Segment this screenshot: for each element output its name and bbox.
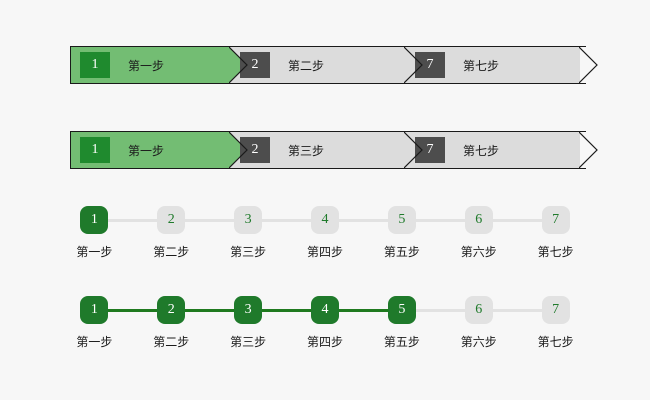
step-connector (401, 309, 479, 312)
dot-step-label: 第七步 (537, 335, 574, 349)
dot-step-marker: 3 (234, 206, 263, 234)
arrow-step-2[interactable]: 2 第二步 (230, 46, 423, 84)
arrow-steps-bar-1: 1 第一步 2 第二步 7 第七步 (70, 46, 598, 84)
dot-step-marker: 4 (311, 206, 339, 234)
step-connector (248, 309, 325, 312)
step-connector (171, 309, 249, 312)
step-connector (171, 219, 249, 222)
arrow-step-2[interactable]: 2 第三步 (230, 131, 423, 169)
dot-step-label: 第四步 (307, 245, 344, 259)
arrow-step-badge: 7 (415, 137, 445, 163)
arrow-step-1[interactable]: 1 第一步 (70, 131, 248, 169)
dot-step-3[interactable]: 3 第三步 (210, 296, 325, 354)
dot-step-label: 第三步 (230, 335, 267, 349)
dot-steps-row-2: 1 第一步 2 第二步 3 第三步 4 第四步 5 第五步 6 第六步 7 第七… (56, 296, 594, 354)
dot-step-marker: 5 (387, 296, 416, 324)
arrow-step-label: 第二步 (288, 58, 325, 73)
dot-step-6[interactable]: 6 第六步 (440, 206, 556, 264)
step-connector (478, 309, 556, 312)
arrow-step-7[interactable]: 7 第七步 (405, 46, 598, 84)
step-connector (325, 219, 402, 222)
arrow-end-chevron-icon (579, 131, 598, 169)
dot-step-marker: 6 (464, 206, 493, 234)
dot-step-label: 第七步 (537, 245, 574, 259)
arrow-step-1[interactable]: 1 第一步 (70, 46, 248, 84)
step-connector (325, 309, 402, 312)
dot-step-5[interactable]: 5 第五步 (363, 296, 479, 354)
dot-step-label: 第二步 (153, 245, 190, 259)
arrow-step-label: 第一步 (128, 58, 165, 73)
dot-step-5[interactable]: 5 第五步 (363, 206, 479, 264)
dot-step-label: 第六步 (460, 335, 497, 349)
dot-step-label: 第三步 (230, 245, 267, 259)
arrow-step-badge: 1 (80, 52, 110, 78)
arrow-steps-bar-2: 1 第一步 2 第三步 7 第七步 (70, 131, 598, 169)
arrow-step-label: 第三步 (288, 143, 325, 158)
dot-step-marker: 1 (80, 206, 109, 234)
dot-step-2[interactable]: 2 第二步 (133, 296, 249, 354)
dot-step-label: 第五步 (383, 245, 420, 259)
dot-step-4[interactable]: 4 第四步 (287, 296, 402, 354)
dot-step-label: 第二步 (153, 335, 190, 349)
dot-step-7[interactable]: 7 第七步 (517, 206, 594, 264)
dot-step-marker: 3 (234, 296, 263, 324)
arrow-step-7[interactable]: 7 第七步 (405, 131, 598, 169)
step-connector (478, 219, 556, 222)
dot-step-marker: 2 (157, 206, 186, 234)
step-connector (94, 309, 172, 312)
step-connector (94, 219, 172, 222)
dot-step-2[interactable]: 2 第二步 (133, 206, 249, 264)
arrow-step-label: 第七步 (463, 143, 500, 158)
dot-step-label: 第一步 (76, 245, 113, 259)
dot-step-marker: 6 (464, 296, 493, 324)
dot-step-7[interactable]: 7 第七步 (517, 296, 594, 354)
arrow-step-badge: 7 (415, 52, 445, 78)
dot-step-marker: 7 (541, 296, 570, 324)
step-connector (401, 219, 479, 222)
arrow-step-label: 第一步 (128, 143, 165, 158)
dot-step-marker: 1 (80, 296, 109, 324)
dot-step-label: 第五步 (383, 335, 420, 349)
step-connector (248, 219, 325, 222)
dot-step-marker: 5 (387, 206, 416, 234)
dot-step-marker: 4 (311, 296, 339, 324)
dot-step-6[interactable]: 6 第六步 (440, 296, 556, 354)
arrow-step-label: 第七步 (463, 58, 500, 73)
dot-step-marker: 7 (541, 206, 570, 234)
dot-step-3[interactable]: 3 第三步 (210, 206, 325, 264)
dot-step-1[interactable]: 1 第一步 (56, 206, 172, 264)
dot-step-label: 第六步 (460, 245, 497, 259)
arrow-step-badge: 2 (240, 137, 270, 163)
dot-step-1[interactable]: 1 第一步 (56, 296, 172, 354)
dot-step-label: 第一步 (76, 335, 113, 349)
arrow-end-chevron-icon (579, 46, 598, 84)
arrow-step-badge: 2 (240, 52, 270, 78)
dot-step-4[interactable]: 4 第四步 (287, 206, 402, 264)
dot-step-marker: 2 (157, 296, 186, 324)
arrow-step-badge: 1 (80, 137, 110, 163)
dot-steps-row-1: 1 第一步 2 第二步 3 第三步 4 第四步 5 第五步 6 第六步 7 第七… (56, 206, 594, 264)
dot-step-label: 第四步 (307, 335, 344, 349)
